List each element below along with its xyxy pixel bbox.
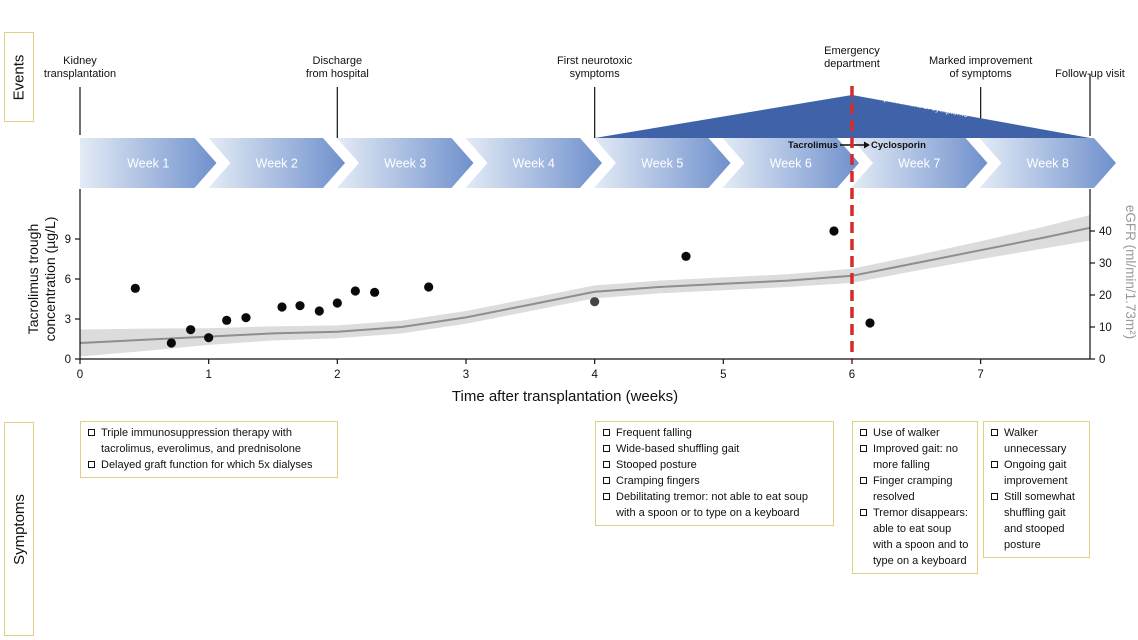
tacrolimus-point: [277, 302, 287, 312]
events-side-label-box: Events: [4, 32, 34, 122]
symptom-item: Frequent falling: [602, 425, 827, 441]
symptom-item: Cramping fingers: [602, 473, 827, 489]
y2-tick-label: 30: [1099, 258, 1112, 270]
symptom-item: Stooped posture: [602, 457, 827, 473]
tacrolimus-point: [295, 301, 305, 311]
symptom-item: Debilitating tremor: not able to eat sou…: [602, 489, 827, 521]
event-label: symptoms: [570, 68, 621, 80]
y2-tick-label: 40: [1099, 226, 1112, 238]
week-label: Week 1: [127, 157, 169, 171]
symptom-item: Walker unnecessary: [990, 425, 1083, 457]
week-label: Week 2: [256, 157, 298, 171]
week-label: Week 5: [641, 157, 683, 171]
x-tick-label: 1: [205, 369, 211, 381]
symptom-box-week-1: Triple immunosuppression therapy with ta…: [80, 421, 338, 478]
egfr-confidence-band: [80, 215, 1090, 357]
event-label: Kidney: [63, 55, 97, 67]
drug-switch-arrowhead: [863, 141, 870, 149]
y2-axis-label: eGFR (ml/min/1.73m²): [1123, 205, 1138, 339]
week-arrow: [465, 138, 602, 188]
tacrolimus-point: [314, 306, 324, 316]
y-tick-label: 0: [65, 354, 71, 366]
tacrolimus-point: [424, 282, 434, 292]
week-label: Week 8: [1027, 157, 1069, 171]
symptom-severity-triangle: [594, 95, 1090, 138]
tacrolimus-point: [590, 297, 600, 307]
x-tick-label: 0: [77, 369, 83, 381]
week-arrow: [979, 138, 1116, 188]
week-label: Week 3: [384, 157, 426, 171]
week-arrow: [208, 138, 345, 188]
x-tick-label: 3: [463, 369, 469, 381]
x-tick-label: 4: [591, 369, 598, 381]
event-label: First neurotoxic: [557, 55, 633, 67]
event-label: department: [824, 58, 880, 70]
tacrolimus-point: [222, 315, 232, 325]
symptom-item: Ongoing gait improvement: [990, 457, 1083, 489]
week-label: Week 6: [770, 157, 812, 171]
symptom-item: Tremor disappears: able to eat soup with…: [859, 505, 971, 569]
y2-tick-label: 0: [1099, 354, 1105, 366]
tacrolimus-point: [130, 283, 140, 293]
y-tick-label: 3: [65, 314, 71, 326]
tacrolimus-point: [370, 287, 380, 297]
symptom-item: Improved gait: no more falling: [859, 441, 971, 473]
y-axis-label: Tacrolimus trough: [25, 224, 41, 335]
tacrolimus-point: [865, 318, 875, 328]
event-label: of symptoms: [949, 68, 1012, 80]
tacrolimus-point: [241, 313, 251, 323]
symptom-item: Still somewhat shuffling gait and stoope…: [990, 489, 1083, 553]
x-tick-label: 2: [334, 369, 340, 381]
tacrolimus-point: [186, 325, 196, 335]
event-label: Emergency: [824, 45, 880, 57]
week-arrow: [337, 138, 474, 188]
tacrolimus-point: [350, 286, 360, 296]
tacrolimus-point: [332, 298, 342, 308]
symptom-item: Delayed graft function for which 5x dial…: [87, 457, 331, 473]
event-label: Follow-up visit: [1055, 68, 1125, 80]
symptom-item: Wide-based shuffling gait: [602, 441, 827, 457]
symptom-item: Use of walker: [859, 425, 971, 441]
event-label: Discharge: [313, 55, 363, 67]
event-label: from hospital: [306, 68, 369, 80]
tacrolimus-point: [829, 226, 839, 236]
symptoms-side-label-box: Symptoms: [4, 422, 34, 636]
event-label: transplantation: [44, 68, 116, 80]
tacrolimus-point: [204, 333, 214, 343]
drug-to-label: Cyclosporin: [871, 140, 926, 151]
symptom-item: Finger cramping resolved: [859, 473, 971, 505]
week-arrow: [722, 138, 859, 188]
drug-from-label: Tacrolimus: [788, 140, 838, 151]
y-axis-label: concentration (µg/L): [42, 217, 58, 342]
week-arrow: [851, 138, 988, 188]
tacrolimus-point: [681, 251, 691, 261]
symptom-item: Triple immunosuppression therapy with ta…: [87, 425, 331, 457]
x-tick-label: 6: [849, 369, 855, 381]
week-arrow: [594, 138, 731, 188]
x-tick-label: 5: [720, 369, 726, 381]
y-tick-label: 6: [65, 274, 71, 286]
tacrolimus-point: [166, 338, 176, 348]
week-label: Week 4: [513, 157, 555, 171]
x-tick-label: 7: [977, 369, 983, 381]
y2-tick-label: 20: [1099, 290, 1112, 302]
event-label: Marked improvement: [929, 55, 1032, 67]
x-axis-label: Time after transplantation (weeks): [452, 388, 678, 405]
y2-tick-label: 10: [1099, 322, 1112, 334]
egfr-trend-line: [79, 226, 1091, 344]
y-tick-label: 9: [65, 234, 71, 246]
week-arrow: [80, 138, 217, 188]
week-label: Week 7: [898, 157, 940, 171]
